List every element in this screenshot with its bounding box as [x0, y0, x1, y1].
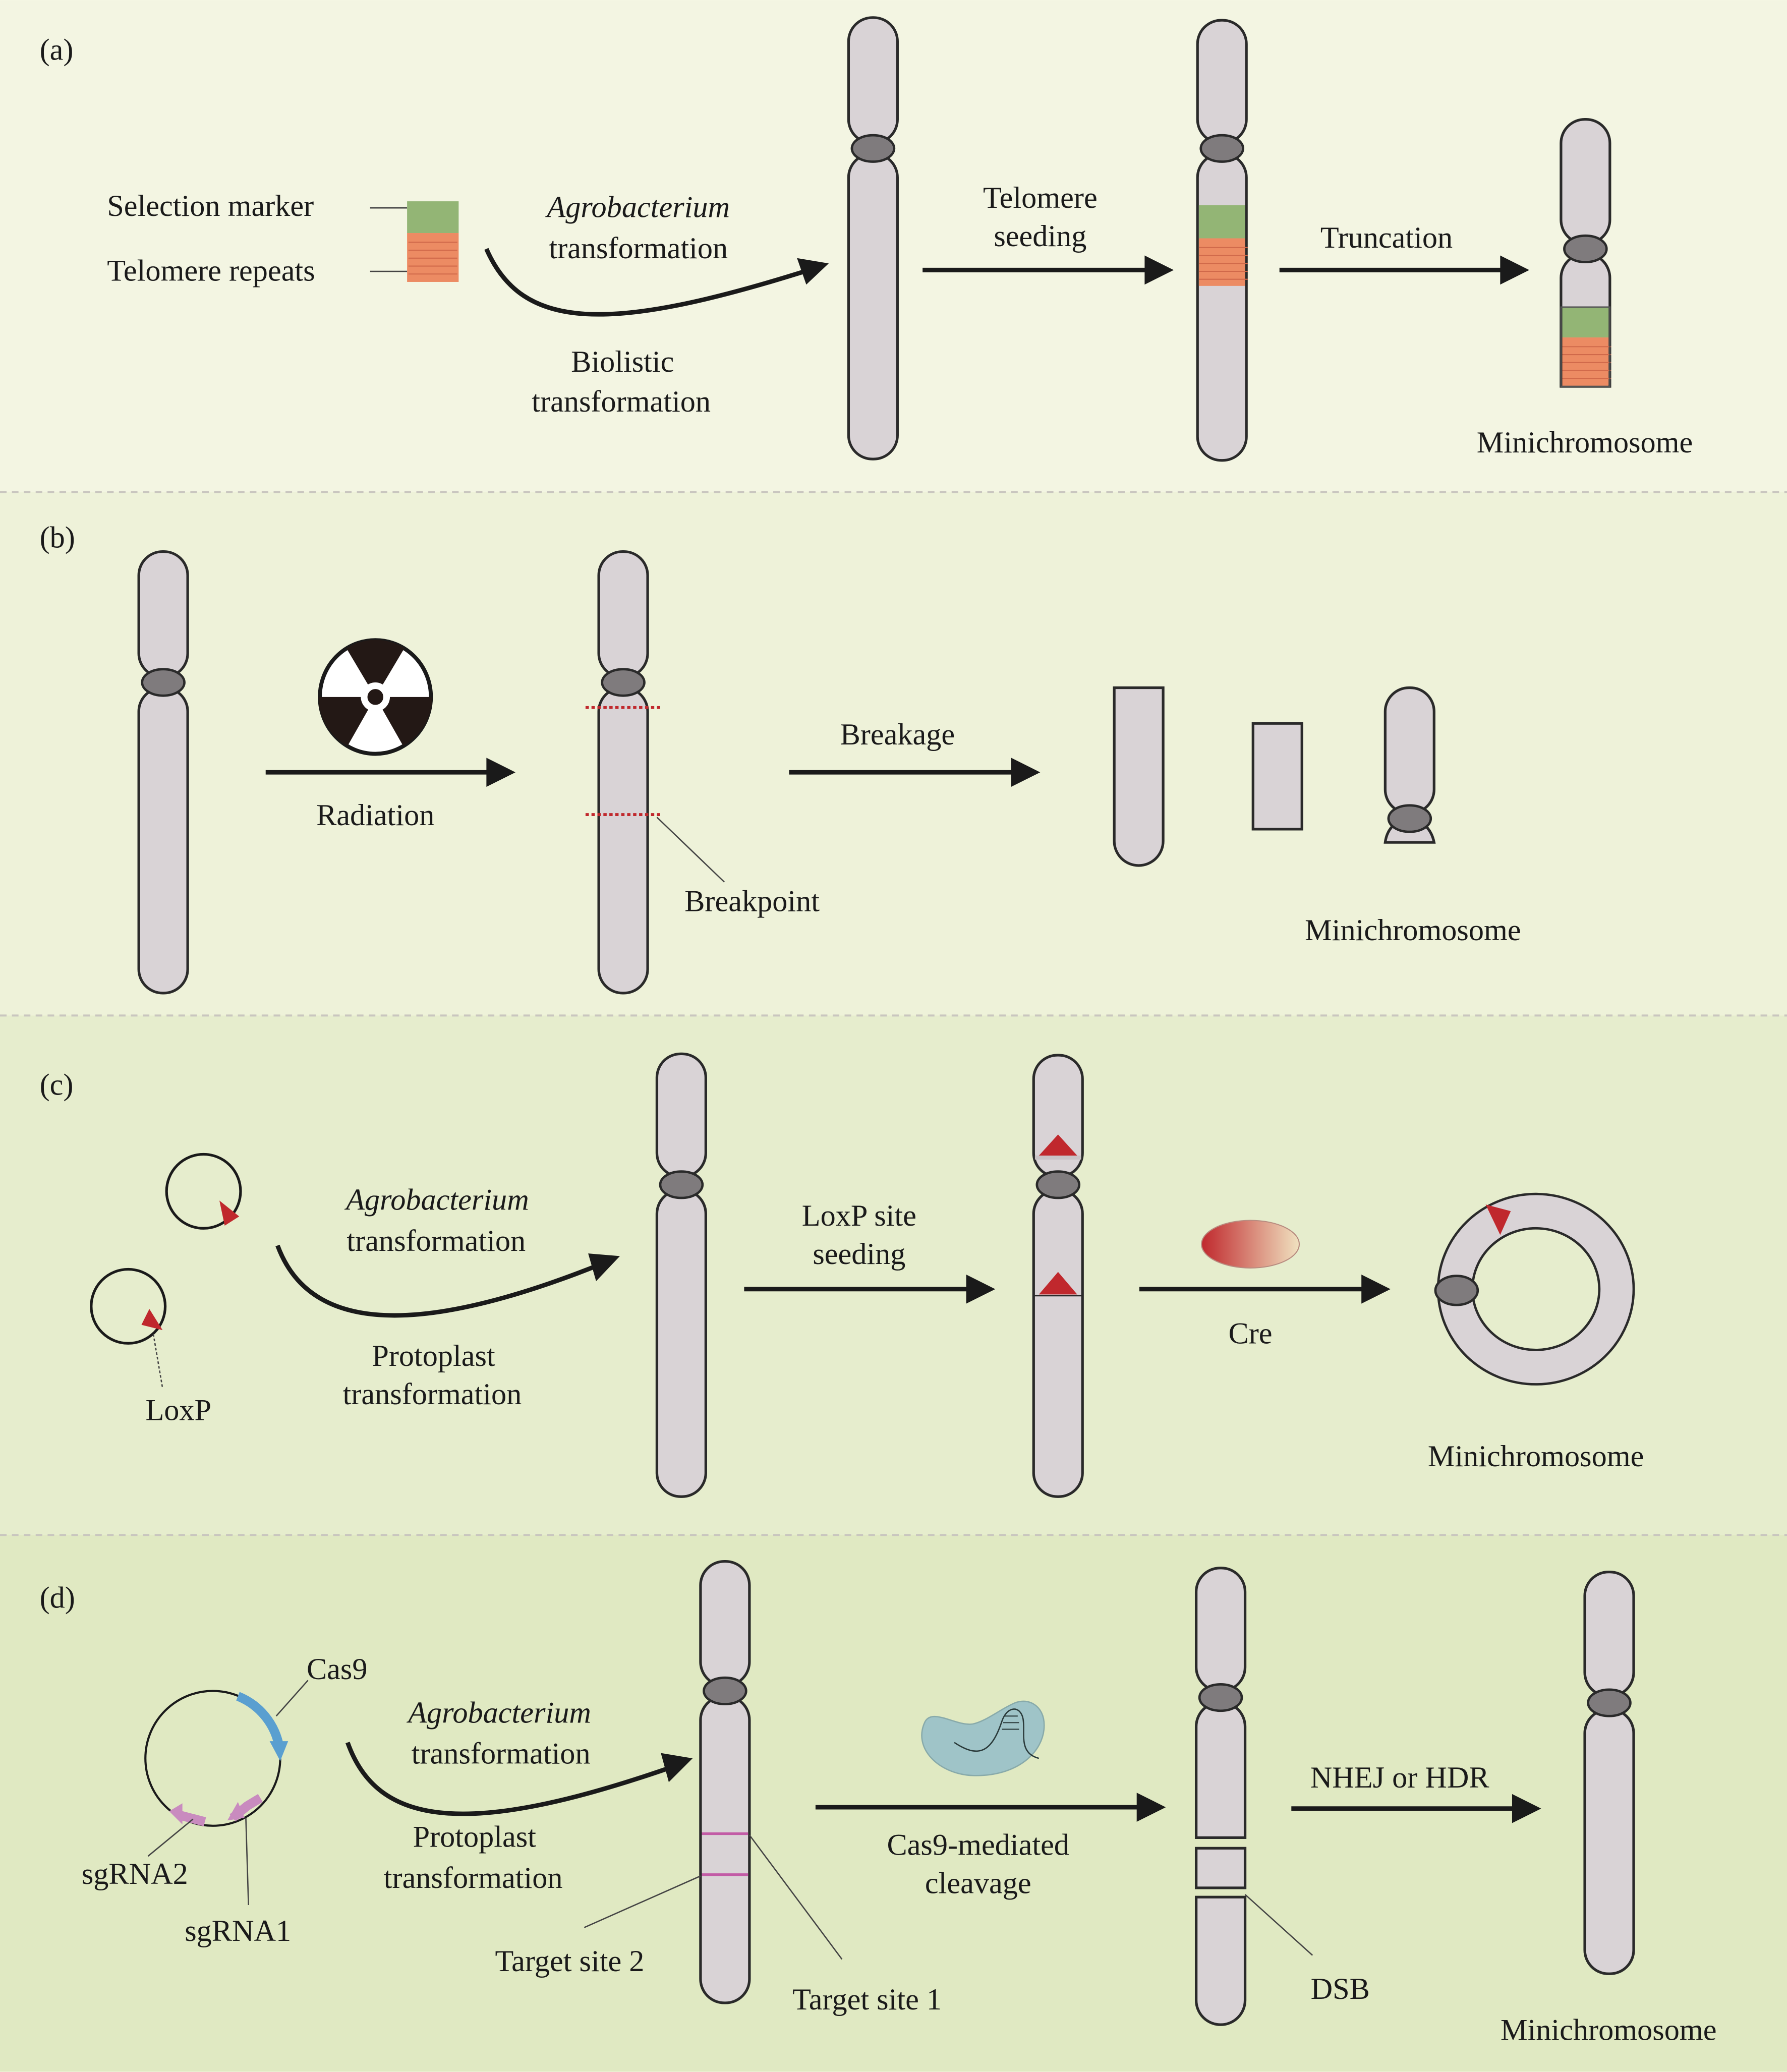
minichromosome-label: Minichromosome: [1305, 913, 1521, 947]
seeding-label: seeding: [994, 219, 1086, 253]
loxp-site-icon: [1485, 1204, 1511, 1235]
arrowhead-icon: [1500, 255, 1529, 285]
cas9-gene-arrow-icon: [269, 1741, 289, 1761]
chromosome-icon: [847, 16, 899, 461]
agrobacterium-label: Agrobacterium: [344, 1183, 529, 1217]
arrowhead-icon: [1144, 255, 1174, 285]
radiation-icon: [318, 638, 433, 756]
cas9-label: Cas9: [307, 1652, 368, 1686]
arrowhead-icon: [1136, 1793, 1166, 1822]
arrowhead-icon: [588, 1253, 620, 1282]
transformation-label: transformation: [532, 385, 711, 419]
arrowhead-icon: [797, 258, 829, 285]
panel-d-label: (d): [40, 1581, 75, 1615]
curved-arrow-icon: [484, 248, 810, 317]
cas9-mediated-label: Cas9-mediated: [887, 1828, 1069, 1862]
panel-b: (b) Radiation Breakpoint Break: [40, 521, 1521, 995]
cas9-protein-icon: [921, 1700, 1045, 1776]
minichromosome-icon: [1384, 686, 1436, 844]
agrobacterium-label: Agrobacterium: [545, 191, 730, 224]
minichromosome-label: Minichromosome: [1501, 2013, 1717, 2047]
selection-marker-label: Selection marker: [107, 189, 314, 223]
panel-d: (d) Cas9 sgRNA2 sgRNA1 Agrobacterium tra…: [40, 1560, 1717, 2047]
chromosome-with-dsb-icon: [1194, 1567, 1247, 2026]
ring-minichromosome-icon: [1434, 1192, 1635, 1386]
sgrna1-arrow-icon: [227, 1802, 245, 1821]
truncation-label: Truncation: [1320, 221, 1453, 255]
loxp-label: LoxP: [145, 1393, 211, 1427]
chromosome-with-loxp-icon: [1032, 1054, 1084, 1498]
arrowhead-icon: [966, 1275, 996, 1304]
leader-line: [584, 1875, 701, 1928]
panel-c-background: [0, 1015, 1787, 1535]
chromosome-fragment-icon: [1251, 722, 1303, 831]
target-site-1-label: Target site 1: [792, 1983, 942, 2017]
arrowhead-icon: [1512, 1794, 1541, 1823]
transformation-label: transformation: [384, 1861, 563, 1895]
cre-recombinase-icon: [1201, 1220, 1300, 1269]
cre-label: Cre: [1229, 1316, 1273, 1350]
minichromosome-label: Minichromosome: [1477, 426, 1693, 459]
leader-line: [275, 1680, 309, 1717]
dsb-label: DSB: [1311, 1972, 1370, 2006]
crispr-plasmid-icon: [144, 1690, 289, 1827]
chromosome-with-insert-icon: [1196, 19, 1248, 462]
breakage-label: Breakage: [840, 718, 955, 752]
protoplast-label: Protoplast: [413, 1820, 537, 1854]
transformation-label: transformation: [343, 1377, 522, 1411]
minichromosome-label: Minichromosome: [1428, 1440, 1644, 1473]
leader-line: [656, 817, 725, 883]
panel-a-label: (a): [40, 33, 74, 67]
leader-line: [748, 1834, 843, 1960]
plasmid-icon: [165, 1153, 242, 1230]
nhej-hdr-label: NHEJ or HDR: [1310, 1761, 1490, 1795]
panel-c: (c) LoxP Agrobacterium transformation Pr…: [40, 1052, 1644, 1498]
minichromosome-icon: [1560, 118, 1612, 388]
telomere-label: Telomere: [983, 181, 1098, 215]
leader-line: [245, 1818, 249, 1906]
arrowhead-icon: [1011, 758, 1041, 787]
transformation-label: transformation: [347, 1224, 526, 1258]
loxp-site-icon: [1039, 1272, 1077, 1295]
chromosome-icon: [137, 550, 189, 995]
leader-line: [147, 1818, 194, 1857]
transformation-label: transformation: [412, 1737, 591, 1771]
plasmid-icon: [90, 1268, 167, 1345]
loxp-site-label: LoxP site: [802, 1199, 916, 1233]
panel-c-label: (c): [40, 1068, 74, 1102]
panel-b-background: [0, 492, 1787, 1016]
sgrna1-label: sgRNA1: [185, 1914, 291, 1948]
seeding-label: seeding: [813, 1237, 905, 1271]
curved-arrow-icon: [275, 1244, 603, 1318]
protoplast-label: Protoplast: [372, 1339, 495, 1373]
panel-b-label: (b): [40, 521, 75, 555]
sgrna2-label: sgRNA2: [82, 1857, 188, 1891]
arrowhead-icon: [661, 1753, 693, 1782]
panel-a: (a) Selection marker Telomere repeats Ag…: [40, 16, 1693, 462]
chromosome-icon: [655, 1052, 708, 1498]
chromosome-fragment-icon: [1113, 686, 1165, 867]
breakpoint-label: Breakpoint: [684, 884, 820, 918]
radiation-label: Radiation: [316, 798, 434, 832]
chromosome-with-target-sites-icon: [699, 1560, 751, 2004]
target-site-2-label: Target site 2: [495, 1944, 645, 1978]
telomere-repeats-label: Telomere repeats: [107, 254, 315, 287]
minichromosome-icon: [1583, 1571, 1635, 1975]
loxp-site-icon: [1039, 1134, 1077, 1156]
arrowhead-icon: [1361, 1275, 1391, 1304]
curved-arrow-icon: [345, 1742, 675, 1816]
telomere-construct-icon: [407, 201, 459, 282]
agrobacterium-label: Agrobacterium: [406, 1696, 591, 1730]
chromosome-with-breakpoints-icon: [585, 550, 661, 995]
arrowhead-icon: [486, 758, 516, 787]
panel-d-background: [0, 1535, 1787, 2072]
cleavage-label: cleavage: [925, 1866, 1031, 1900]
biolistic-label: Biolistic: [571, 345, 674, 379]
transformation-label: transformation: [549, 232, 728, 265]
sgrna2-arrow-icon: [169, 1803, 183, 1825]
leader-line: [1244, 1894, 1313, 1956]
